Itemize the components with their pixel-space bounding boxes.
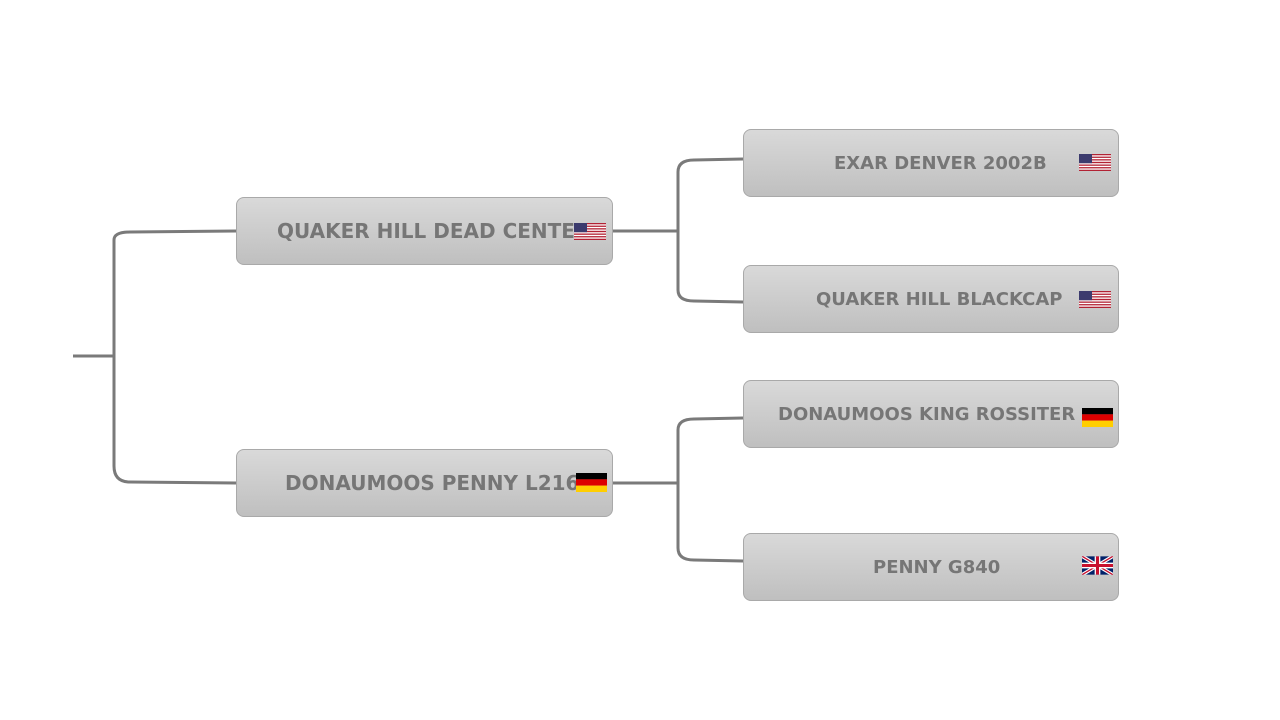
sire-node: QUAKER HILL DEAD CENTER [236,197,613,265]
dam-dam-name: PENNY G840 [873,556,1001,578]
usa-flag-icon [574,223,606,240]
sire-bracket [676,157,744,304]
sire-name: QUAKER HILL DEAD CENTER [277,219,591,243]
sire-sire-node: EXAR DENVER 2002B [743,129,1119,197]
dam-dam-node: PENNY G840 [743,533,1119,601]
sire-dam-node: QUAKER HILL BLACKCAP [743,265,1119,333]
sire-dam-name: QUAKER HILL BLACKCAP [816,288,1063,310]
root-bracket [112,229,237,485]
dam-sire-name: DONAUMOOS KING ROSSITER [778,403,1076,425]
usa-flag-icon [1079,291,1111,308]
dam-bracket [676,416,744,563]
usa-flag-icon [1079,154,1111,171]
uk-flag-icon [1082,556,1113,575]
germany-flag-icon [1082,408,1113,427]
germany-flag-icon [576,473,607,492]
dam-sire-node: DONAUMOOS KING ROSSITER [743,380,1119,448]
sire-sire-name: EXAR DENVER 2002B [834,152,1047,174]
dam-node: DONAUMOOS PENNY L216 [236,449,613,517]
dam-name: DONAUMOOS PENNY L216 [285,471,580,495]
